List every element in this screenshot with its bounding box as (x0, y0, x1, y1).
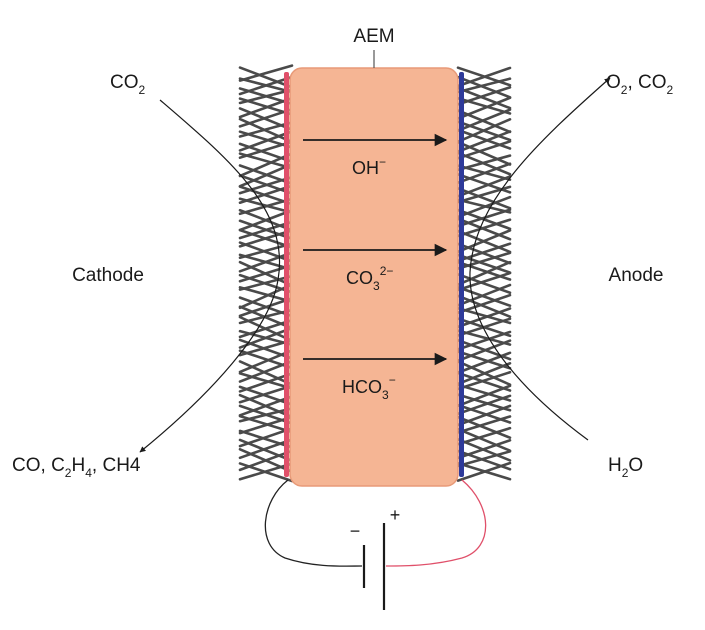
fiber-strand (456, 75, 512, 99)
fiber-strand (456, 108, 512, 132)
fiber-strand (238, 64, 294, 82)
fiber-strand (456, 66, 512, 88)
fiber-strand (456, 415, 512, 434)
fiber-strand (456, 271, 512, 292)
fiber-strand (238, 274, 294, 291)
fiber-strand (238, 296, 294, 318)
aem-label: AEM (353, 26, 394, 47)
fiber-strand (238, 208, 294, 232)
fiber-strand (456, 118, 512, 143)
fiber-strand (238, 251, 294, 273)
fiber-strand (238, 286, 294, 304)
fiber-strand (238, 66, 294, 89)
fiber-strand (238, 96, 294, 119)
fiber-strand (238, 349, 294, 374)
cathode-label: Cathode (72, 265, 144, 286)
anion-exchange-membrane (289, 67, 459, 487)
cathode-catalyst-layer (284, 72, 289, 477)
fiber-strand (238, 152, 294, 170)
fiber-strand (456, 384, 512, 408)
anode-products: O2, CO2 (606, 72, 674, 97)
fiber-strand (456, 329, 512, 346)
fiber-strand (238, 359, 294, 383)
cathode-products: CO, C2H4, CH4 (12, 455, 141, 480)
fiber-strand (238, 429, 294, 449)
fiber-strand (238, 242, 294, 260)
fiber-strand (456, 77, 512, 94)
fiber-strand (238, 162, 294, 188)
fiber-strand (456, 450, 512, 468)
fiber-strand (238, 152, 294, 178)
positive-wire (385, 479, 487, 567)
fiber-strand (238, 415, 294, 435)
fiber-strand (456, 294, 512, 318)
fiber-strand (456, 461, 512, 482)
fiber-strand (456, 253, 512, 274)
fiber-strand (238, 372, 294, 390)
ion-label-hydroxide: OH− (352, 155, 386, 178)
battery-plus-sign: + (390, 505, 401, 525)
fiber-strand (456, 186, 512, 210)
fiber-strand (456, 330, 512, 351)
fiber-strand (238, 197, 294, 216)
cathode-gas-diffusion-layer (238, 64, 294, 483)
fiber-strand (456, 162, 512, 184)
anode-catalyst-layer (459, 72, 464, 477)
fiber-strand (456, 283, 512, 307)
fiber-strand (456, 427, 512, 452)
ion-label-carbonate: CO32− (346, 264, 393, 293)
anode-label: Anode (609, 265, 664, 286)
fiber-strand (456, 351, 512, 374)
fiber-strand (456, 260, 512, 286)
fiber-strand (238, 438, 294, 460)
fiber-strand (238, 385, 294, 406)
fiber-strand (456, 140, 512, 166)
ion-label-bicarbonate: HCO3− (342, 373, 396, 402)
fiber-strand (456, 96, 512, 115)
fiber-strand (238, 462, 294, 481)
fiber-strand (238, 142, 294, 164)
fiber-strand (456, 130, 512, 153)
fiber-strand (238, 220, 294, 240)
anode-flow-curve (469, 77, 611, 441)
fiber-strand (456, 307, 512, 329)
fiber-strand (456, 175, 512, 198)
fiber-strand (238, 438, 294, 463)
fiber-strand (456, 415, 512, 439)
fiber-strand (238, 229, 294, 248)
cathode-flow-curve (139, 99, 281, 453)
fiber-strand (238, 283, 294, 310)
fiber-strand (456, 393, 512, 412)
cathode-input-co2: CO2 (110, 72, 146, 97)
battery-minus-sign: − (350, 521, 361, 541)
fiber-strand (456, 394, 512, 416)
anode-gas-diffusion-layer (456, 66, 512, 482)
fiber-strand (456, 361, 512, 386)
fiber-strand (238, 395, 294, 417)
fiber-strand (456, 86, 512, 110)
fiber-strand (456, 339, 512, 363)
anode-input-water: H2O (608, 455, 643, 480)
negative-wire (264, 479, 363, 567)
fiber-strand (238, 360, 294, 386)
